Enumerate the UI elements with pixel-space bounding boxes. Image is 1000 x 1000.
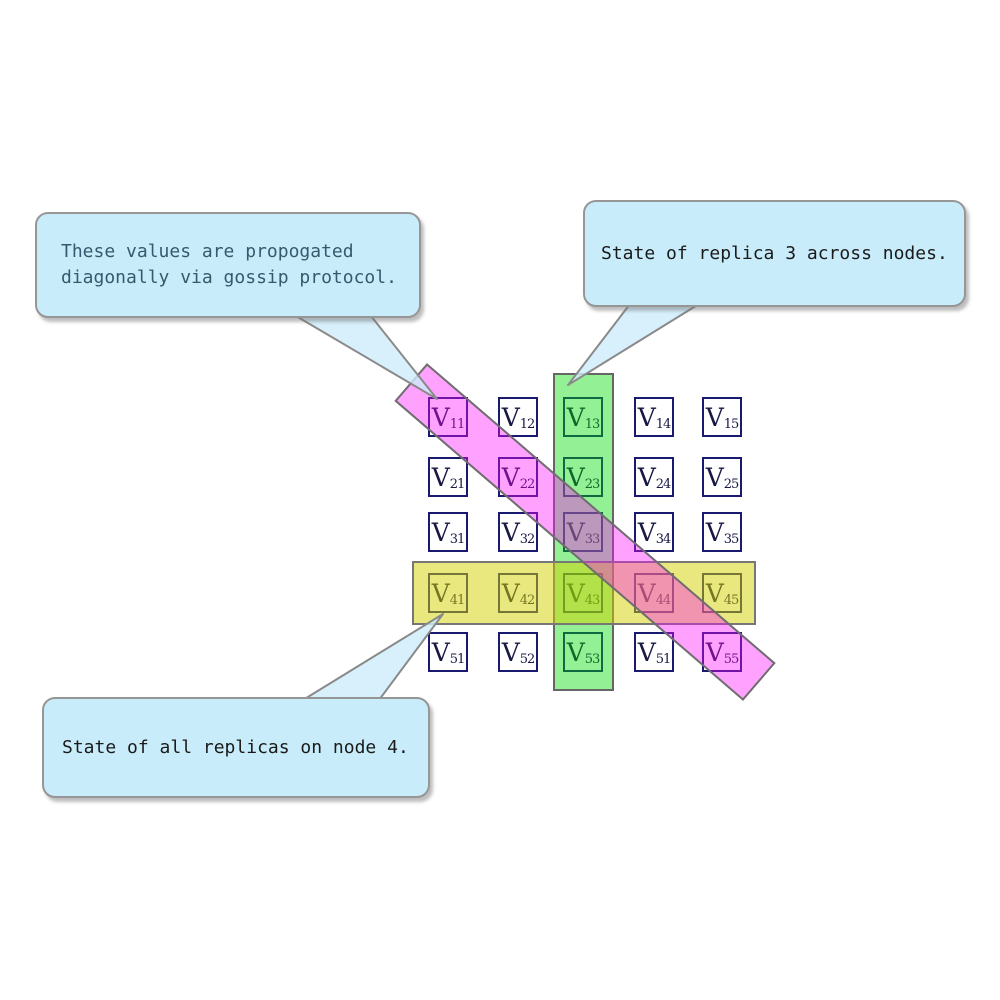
replica-callout-text: State of replica 3 across nodes. <box>601 242 948 264</box>
gossip-callout-line1: These values are propogated <box>61 241 354 262</box>
replica-callout: State of replica 3 across nodes. <box>583 200 966 307</box>
gossip-callout-line2: diagonally via gossip protocol. <box>61 267 397 288</box>
replica-3-column-band <box>553 373 614 691</box>
gossip-callout: These values are propogated diagonally v… <box>35 212 421 318</box>
replica-callout-pointer <box>567 303 700 386</box>
node-4-row-band <box>412 561 756 625</box>
node-callout-text: State of all replicas on node 4. <box>62 736 409 758</box>
node-callout-pointer <box>302 613 444 701</box>
gossip-callout-pointer <box>295 315 438 400</box>
node-callout: State of all replicas on node 4. <box>42 697 430 798</box>
